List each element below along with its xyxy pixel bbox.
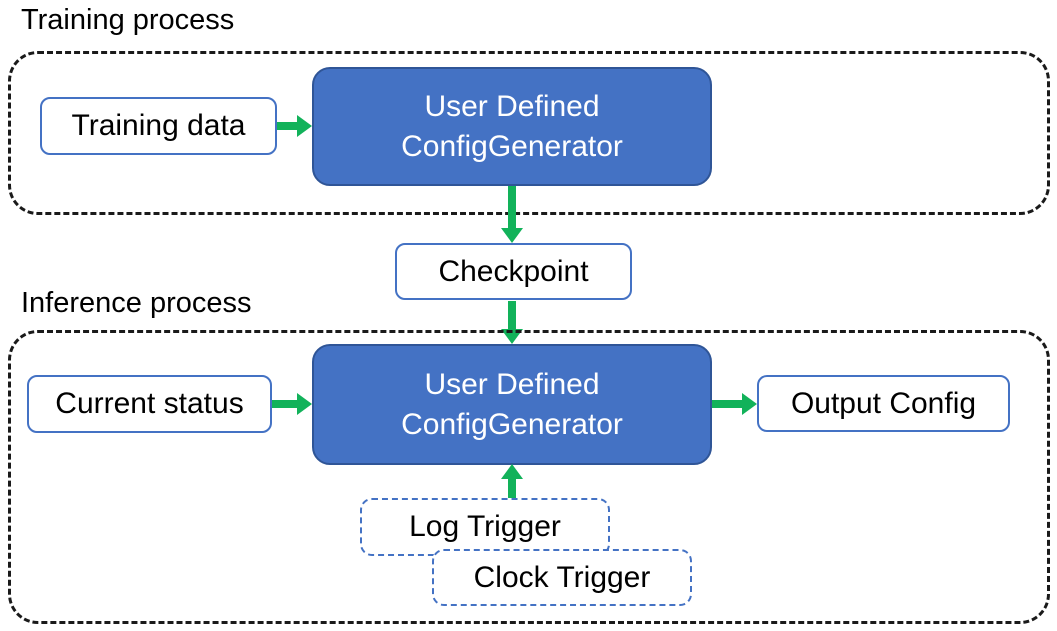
training-generator-label-line2: ConfigGenerator	[401, 129, 623, 163]
arrow-head	[501, 464, 523, 479]
training-data-label: Training data	[71, 109, 246, 142]
arrow-head	[297, 115, 312, 137]
training-data-box: Training data	[40, 97, 277, 155]
arrow-shaft	[272, 400, 297, 408]
inference-generator-label-line2: ConfigGenerator	[401, 407, 623, 441]
checkpoint-box: Checkpoint	[395, 243, 632, 300]
current-status-label: Current status	[55, 387, 244, 420]
training-process-label: Training process	[21, 4, 235, 36]
arrow-shaft	[277, 122, 298, 130]
arrow-shaft	[508, 301, 516, 330]
inference-process-label: Inference process	[21, 287, 252, 319]
output-config-label: Output Config	[790, 386, 977, 420]
inference-generator-box: User Defined ConfigGenerator	[312, 344, 712, 465]
clock-trigger-box: Clock Trigger	[432, 549, 692, 606]
training-process-container	[8, 51, 1050, 215]
inference-generator-label-line1: User Defined	[424, 367, 600, 401]
arrow-head	[501, 228, 523, 243]
arrow-shaft	[712, 400, 742, 408]
training-generator-box: User Defined ConfigGenerator	[312, 67, 712, 186]
inference-process-container	[8, 330, 1050, 624]
log-trigger-box: Log Trigger	[360, 498, 610, 556]
current-status-box: Current status	[27, 375, 272, 433]
arrow-shaft	[508, 186, 516, 229]
arrow-head	[742, 393, 757, 415]
clock-trigger-label: Clock Trigger	[473, 560, 651, 594]
log-trigger-label: Log Trigger	[409, 510, 561, 543]
arrow-shaft	[508, 478, 516, 498]
training-generator-label-line1: User Defined	[424, 89, 600, 123]
checkpoint-label: Checkpoint	[438, 254, 589, 288]
output-config-box: Output Config	[757, 375, 1010, 432]
arrow-head	[297, 393, 312, 415]
